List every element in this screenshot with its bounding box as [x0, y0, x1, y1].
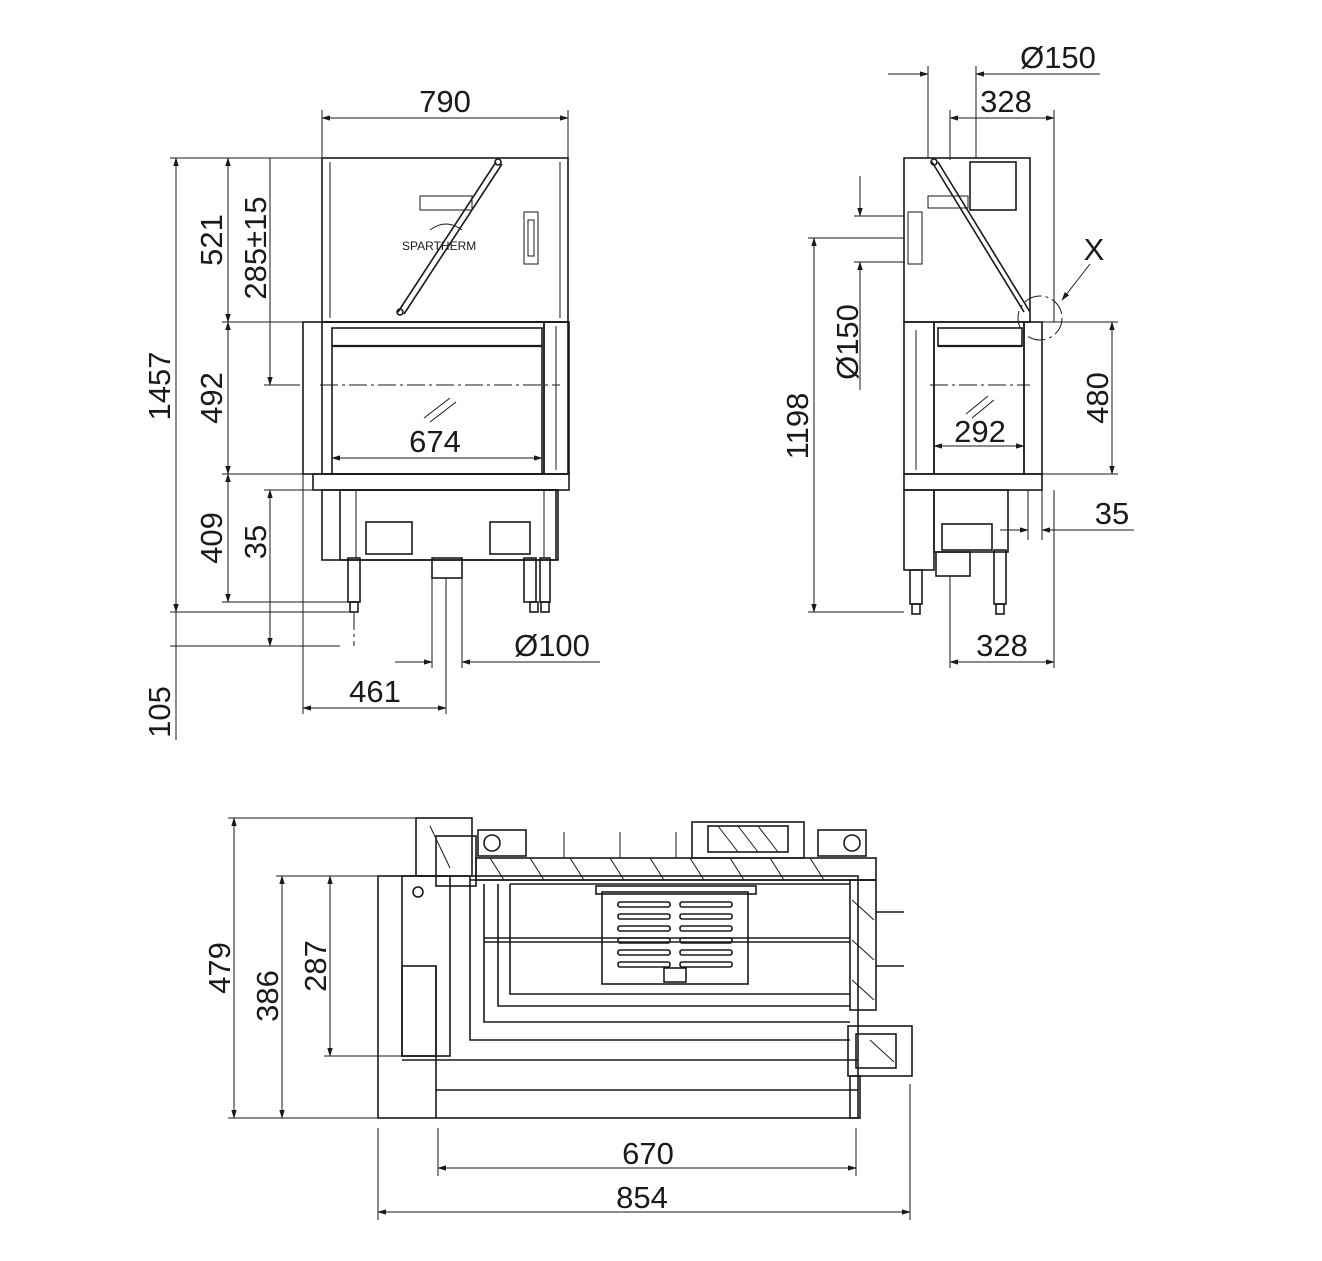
- dim-1198-label: 1198: [780, 393, 815, 460]
- dim-854-label: 854: [616, 1180, 668, 1215]
- front-view: SPARTHERM: [142, 84, 600, 740]
- side-view: X Ø150 328 Ø150 1198 292 480: [780, 40, 1134, 668]
- dim-461-label: 461: [349, 674, 401, 709]
- dim-670-label: 670: [622, 1136, 674, 1171]
- dim-side-35-label: 35: [1095, 496, 1129, 531]
- brand-label: SPARTHERM: [402, 239, 476, 253]
- detail-x-label: X: [1084, 232, 1105, 267]
- dim-base-328-label: 328: [976, 628, 1028, 663]
- dim-side-dia-label: Ø150: [830, 304, 865, 380]
- grate-slots: [617, 901, 733, 968]
- dim-35-label: 35: [238, 525, 273, 559]
- dim-790-label: 790: [419, 84, 471, 119]
- dim-1457-label: 1457: [142, 352, 177, 421]
- dim-492-label: 492: [194, 372, 229, 424]
- dim-480-label: 480: [1080, 372, 1115, 424]
- dim-386-label: 386: [250, 970, 285, 1022]
- spartherm-logo: SPARTHERM: [402, 195, 476, 253]
- dim-292-label: 292: [954, 414, 1006, 449]
- dim-flue-dia-label: Ø150: [1020, 40, 1096, 75]
- dim-409-label: 409: [194, 512, 229, 564]
- dim-674-label: 674: [409, 424, 461, 459]
- dim-dia100-label: Ø100: [514, 628, 590, 663]
- dim-285-label: 285±15: [238, 196, 273, 299]
- dim-479-label: 479: [202, 942, 237, 994]
- dim-105-label: 105: [142, 686, 177, 738]
- back-wall-hatch: [489, 857, 825, 881]
- plan-view: 479 386 287 670 854: [202, 817, 913, 1220]
- dim-521-label: 521: [194, 214, 229, 266]
- dim-287-label: 287: [298, 940, 333, 992]
- dim-flue-offset-label: 328: [980, 84, 1032, 119]
